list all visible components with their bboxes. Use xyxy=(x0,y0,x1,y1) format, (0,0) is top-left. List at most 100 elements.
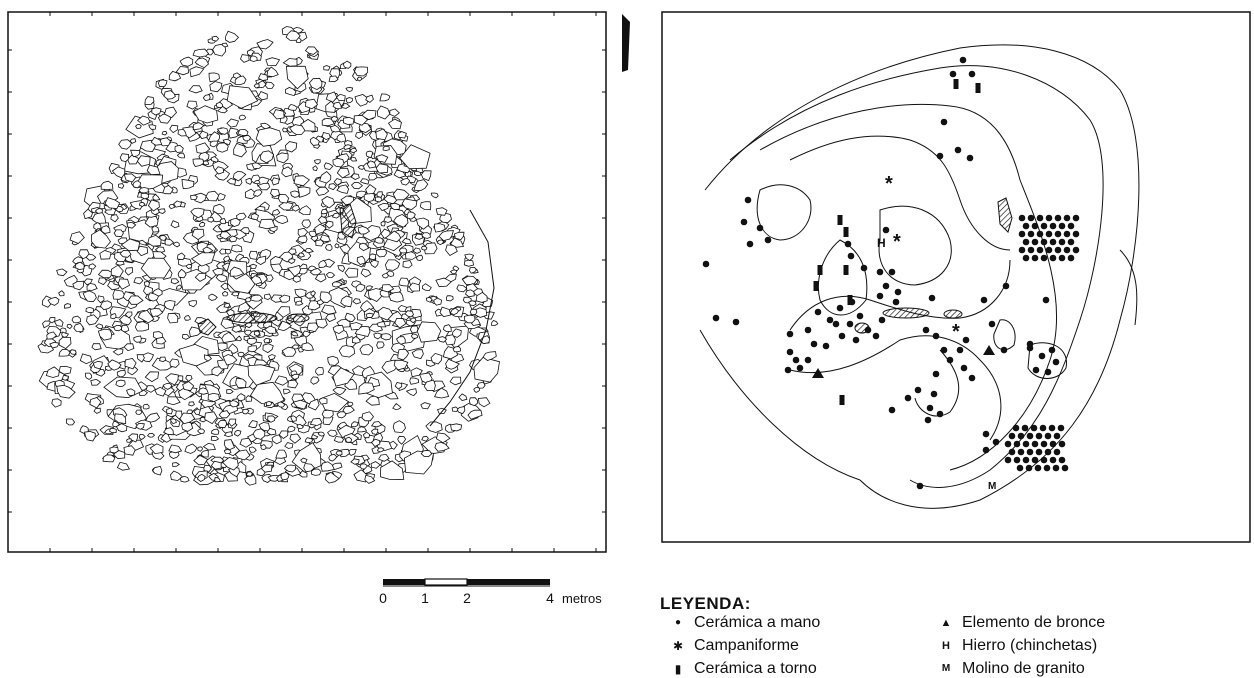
stone xyxy=(292,275,301,283)
stone xyxy=(266,427,277,436)
stone xyxy=(214,166,225,175)
stone xyxy=(260,444,267,450)
stone xyxy=(270,263,283,274)
stone xyxy=(162,427,174,436)
ceramica-mano-marker xyxy=(904,394,912,402)
stone xyxy=(192,158,205,167)
stone xyxy=(398,277,410,287)
stone xyxy=(110,313,117,320)
stone xyxy=(325,313,336,323)
stone xyxy=(425,421,443,433)
stone xyxy=(423,379,436,392)
legend-label: Hierro (chinchetas) xyxy=(962,637,1098,654)
stone xyxy=(113,229,124,238)
stone xyxy=(364,474,376,484)
stone xyxy=(97,295,105,304)
ceramica-mano-marker xyxy=(1031,238,1039,246)
stone xyxy=(354,66,369,77)
stone xyxy=(145,412,161,423)
stone xyxy=(182,381,195,392)
stone xyxy=(409,325,419,334)
ceramica-mano-marker xyxy=(949,70,957,78)
stone xyxy=(126,221,137,229)
stone xyxy=(314,159,321,165)
contour-line xyxy=(817,239,868,316)
stone xyxy=(320,208,328,215)
ceramica-mano-marker xyxy=(946,356,954,364)
stone xyxy=(270,188,281,198)
stone xyxy=(180,475,190,483)
ceramica-mano-marker xyxy=(1058,440,1066,448)
ceramica-mano-marker xyxy=(992,438,1000,446)
contour-line xyxy=(789,135,1011,251)
stone xyxy=(216,192,226,201)
stone xyxy=(375,154,389,163)
stone xyxy=(330,115,339,122)
hatched-slab xyxy=(286,313,310,323)
hatched-slab xyxy=(226,312,278,324)
stone xyxy=(342,406,355,415)
stone xyxy=(315,239,325,247)
contour-line xyxy=(759,103,1058,471)
ceramica-mano-marker xyxy=(894,288,902,296)
stone xyxy=(157,208,166,214)
stone xyxy=(178,387,195,401)
stone xyxy=(365,94,374,103)
scale-tick-label: 0 xyxy=(379,590,387,606)
stone xyxy=(344,312,356,323)
ceramica-mano-marker xyxy=(960,364,968,372)
stone xyxy=(253,180,261,185)
ceramica-mano-marker xyxy=(810,340,818,348)
stone xyxy=(166,396,181,406)
stone xyxy=(229,266,245,277)
stone xyxy=(332,367,355,387)
stone xyxy=(137,309,155,324)
stone xyxy=(284,87,297,97)
stone xyxy=(434,387,450,399)
stone xyxy=(97,328,113,341)
stone xyxy=(332,386,347,396)
ceramica-mano-marker xyxy=(926,404,934,412)
stone xyxy=(291,204,301,212)
stone xyxy=(317,431,325,437)
stone xyxy=(286,264,301,277)
stone xyxy=(56,268,68,277)
stone xyxy=(290,190,300,198)
stone xyxy=(185,263,193,270)
stone xyxy=(127,295,144,305)
stone xyxy=(103,376,143,399)
ceramica-mano-marker xyxy=(1022,440,1030,448)
ceramica-mano-marker xyxy=(1027,230,1035,238)
stone xyxy=(377,202,390,211)
ceramica-mano-marker xyxy=(1008,432,1016,440)
stone xyxy=(465,289,475,298)
ceramica-mano-marker xyxy=(959,56,967,64)
stone xyxy=(110,214,119,223)
stone xyxy=(375,163,389,174)
stone xyxy=(476,381,486,389)
stone xyxy=(400,177,411,186)
scale-unit-label: metros xyxy=(562,591,602,606)
stone xyxy=(207,216,215,223)
stone xyxy=(285,65,309,90)
stone xyxy=(272,109,285,120)
ceramica-mano-marker xyxy=(1016,464,1024,472)
stone xyxy=(267,354,276,361)
stone xyxy=(336,411,347,419)
ceramica-mano-marker xyxy=(836,304,844,312)
stone xyxy=(288,258,296,264)
legend-label: Campaniforme xyxy=(694,637,799,654)
ceramica-mano-marker xyxy=(744,196,752,204)
stone xyxy=(258,218,276,230)
stone xyxy=(136,245,149,257)
stone xyxy=(442,324,452,333)
ceramica-torno-marker xyxy=(847,295,853,305)
stone xyxy=(296,423,305,430)
stone xyxy=(107,359,122,371)
stone xyxy=(215,274,228,283)
stone xyxy=(257,73,268,81)
ceramica-mano-marker xyxy=(838,332,846,340)
stone xyxy=(318,397,328,405)
stone xyxy=(277,320,292,332)
stone xyxy=(226,118,240,128)
